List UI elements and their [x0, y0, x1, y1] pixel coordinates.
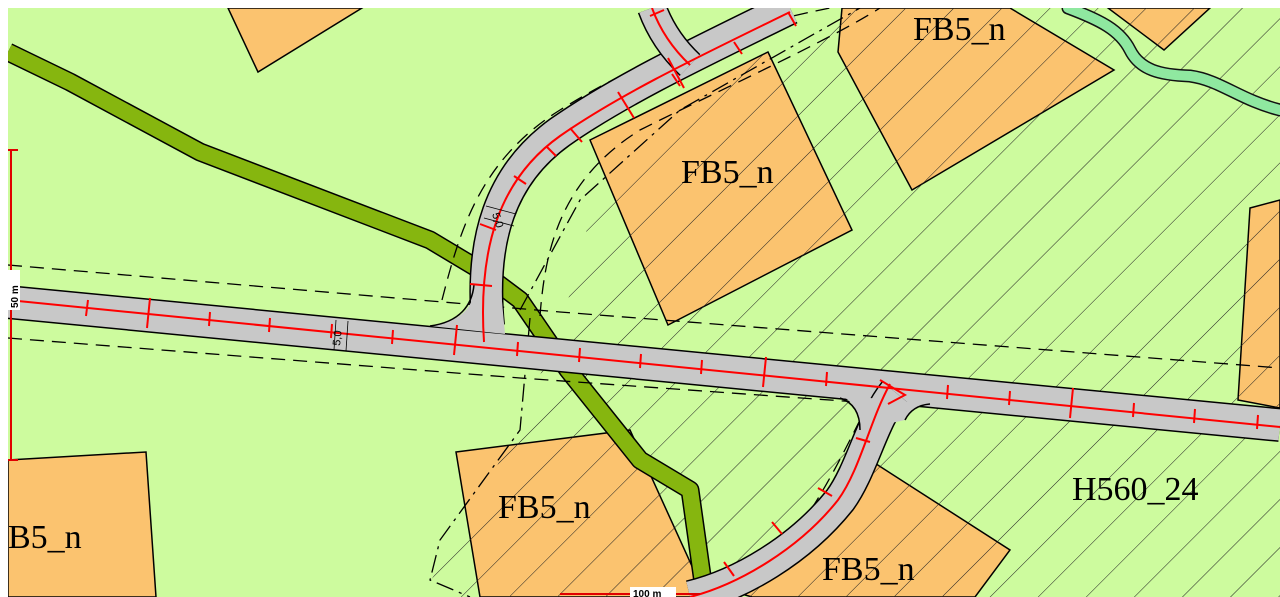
- vertical-scale-label: 50 m: [10, 285, 21, 308]
- building-line-upper: [8, 264, 1280, 369]
- width-dimension-branch: 5,0: [483, 205, 517, 229]
- branch-road-ticks: [469, 9, 871, 577]
- branch-north-centerline: [482, 11, 791, 343]
- plot-left-partial[interactable]: [8, 451, 157, 597]
- horizontal-scale-label: 100 m: [633, 589, 661, 597]
- branch-south-centerline: [689, 383, 891, 597]
- main-road-centerline: [8, 299, 1280, 428]
- zone-label-plot-bottom-center: FB5_n: [498, 489, 591, 526]
- zone-label-hatched: H560_24: [1072, 471, 1199, 508]
- zone-label-plot-bottom-right: FB5_n: [822, 551, 915, 588]
- main-road-ticks: [85, 297, 1259, 430]
- plot-top-left[interactable]: [227, 8, 364, 74]
- zone-label-plot-top-right: FB5_n: [913, 11, 1006, 48]
- zone-label-plot-center: FB5_n: [681, 154, 774, 191]
- zone-boundary-lower: [429, 317, 531, 597]
- zone-boundary: [519, 8, 861, 311]
- zone-label-plot-left: B5_n: [8, 519, 82, 556]
- vertical-scale-bar: 50 m: [8, 149, 21, 461]
- horizontal-scale-bar: 100 m: [560, 587, 700, 597]
- branch-road-width-label: 5,0: [489, 211, 505, 229]
- main-road-width-label: 5,0: [331, 330, 345, 346]
- building-line-branch-2: [539, 8, 881, 317]
- width-dimension-main: 5,0: [331, 319, 349, 352]
